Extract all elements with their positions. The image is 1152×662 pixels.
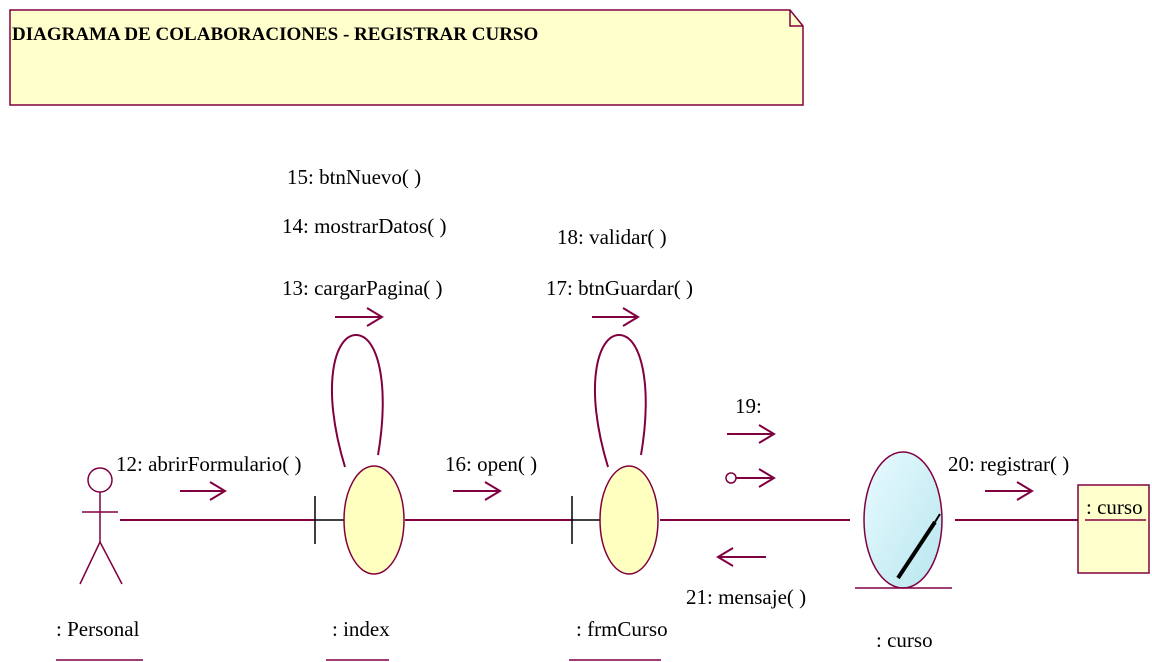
message-arrow-20 — [985, 481, 1034, 501]
control-curso[interactable] — [855, 451, 952, 589]
diagram-note[interactable]: DIAGRAMA DE COLABORACIONES - REGISTRAR C… — [9, 9, 804, 106]
message-13: 13: cargarPagina( ) — [282, 276, 443, 300]
message-14: 14: mostrarDatos( ) — [282, 214, 446, 238]
message-arrow-13-15 — [335, 307, 384, 327]
entity-curso[interactable]: : curso — [1077, 484, 1150, 574]
label-personal: : Personal — [56, 617, 140, 641]
message-arrow-21 — [716, 547, 766, 567]
message-15: 15: btnNuevo( ) — [287, 165, 421, 189]
message-arrow-19-data — [725, 468, 776, 488]
message-arrow-19 — [727, 424, 776, 444]
label-curso-control: : curso — [876, 628, 933, 652]
message-12: 12: abrirFormulario( ) — [116, 452, 301, 476]
message-16: 16: open( ) — [445, 452, 537, 476]
label-index: : index — [332, 617, 390, 641]
self-loop-frmcurso — [593, 333, 647, 468]
message-arrow-16 — [453, 481, 502, 501]
boundary-index[interactable] — [314, 465, 405, 575]
note-title: DIAGRAMA DE COLABORACIONES - REGISTRAR C… — [12, 24, 538, 45]
boundary-frmcurso[interactable] — [571, 465, 659, 575]
label-frmcurso: : frmCurso — [576, 617, 668, 641]
message-arrow-17-18 — [592, 307, 640, 327]
message-19: 19: — [735, 394, 762, 418]
label-curso-entity: : curso — [1086, 495, 1143, 519]
message-17: 17: btnGuardar( ) — [546, 276, 693, 300]
message-arrow-12 — [180, 481, 227, 501]
message-21: 21: mensaje( ) — [686, 585, 806, 609]
self-loop-index — [330, 333, 384, 468]
message-18: 18: validar( ) — [557, 225, 667, 249]
message-20: 20: registrar( ) — [948, 452, 1069, 476]
actor-personal[interactable] — [79, 467, 123, 585]
